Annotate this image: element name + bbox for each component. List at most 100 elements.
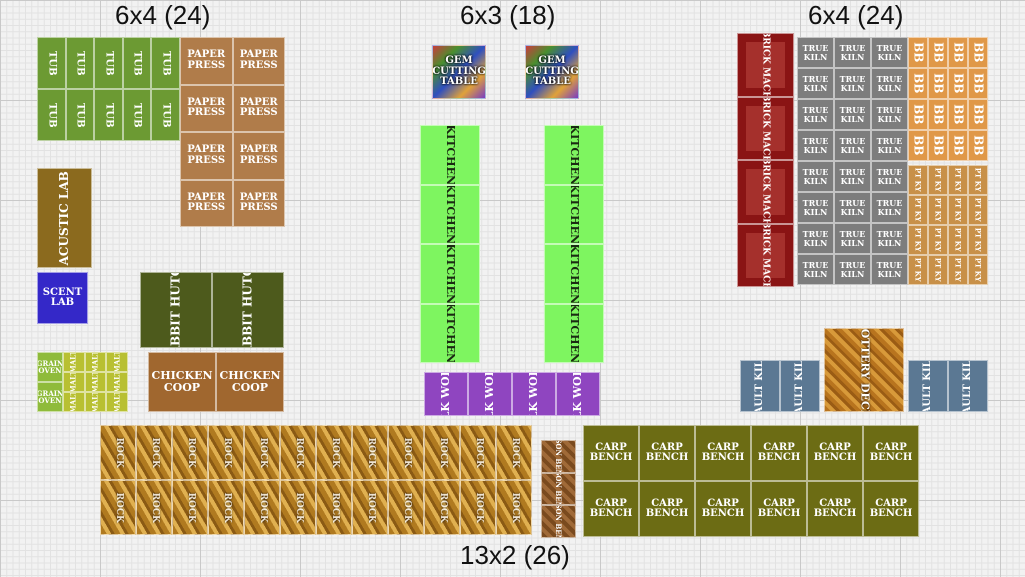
- tub-station: TUB: [122, 89, 151, 141]
- kitchen-station-label: KITCHEN: [567, 244, 581, 304]
- tub-station: TUB: [65, 89, 94, 141]
- silk-worm-station: SILK WORM: [424, 372, 468, 416]
- true-kiln-station-label: TRUE KILN: [802, 260, 829, 279]
- carp-bench-station-label: CARP BENCH: [813, 441, 857, 463]
- pt-ky-station-label: PT KY: [913, 258, 923, 282]
- rock-station: ROCK: [352, 425, 388, 480]
- vault-kiln-station-label: VAULT KILN: [793, 360, 805, 412]
- carp-bench-station-label: CARP BENCH: [757, 441, 801, 463]
- malt-station-label: MALT: [69, 372, 79, 392]
- gem-cutting-table-station: GEM CUTTING TABLE: [525, 45, 579, 99]
- pt-ky-station-label: PT KY: [973, 168, 983, 192]
- rock-station: ROCK: [424, 425, 460, 480]
- true-kiln-station-label: TRUE KILN: [839, 198, 866, 217]
- mason-bench-station: MASON BENCH: [541, 505, 576, 538]
- brick-mach-station-label: BRICK MACH: [761, 223, 772, 287]
- true-kiln-station-label: TRUE KILN: [839, 167, 866, 186]
- carp-bench-station-label: CARP BENCH: [589, 497, 633, 519]
- paper-press-station: PAPER PRESS: [180, 179, 233, 227]
- brick-mach-station-label: BRICK MACH: [761, 33, 772, 97]
- silk-worm-station-label: SILK WORM: [439, 372, 453, 416]
- paper-press-station: PAPER PRESS: [180, 37, 233, 85]
- true-kiln-station-label: TRUE KILN: [876, 229, 903, 248]
- true-kiln-station: TRUE KILN: [871, 254, 908, 285]
- rock-station: ROCK: [496, 480, 532, 535]
- grain-oven-station: GRAIN OVEN: [37, 352, 63, 382]
- rock-station-label: ROCK: [221, 437, 232, 468]
- bb-station: BB: [908, 68, 928, 99]
- rock-station-label: ROCK: [365, 492, 376, 523]
- kitchen-station: KITCHEN: [420, 184, 480, 244]
- rock-station-label: ROCK: [221, 492, 232, 523]
- rock-station-label: ROCK: [509, 492, 520, 523]
- bb-station: BB: [928, 99, 948, 130]
- kitchen-station: KITCHEN: [544, 184, 604, 244]
- bb-station-label: BB: [951, 73, 966, 94]
- pt-ky-station: PT KY: [928, 195, 948, 225]
- tub-station: TUB: [94, 89, 123, 141]
- pt-ky-station-label: PT KY: [933, 168, 943, 192]
- true-kiln-station: TRUE KILN: [797, 254, 834, 285]
- malt-station-label: MALT: [69, 352, 79, 372]
- silk-worm-station-label: SILK WORM: [527, 372, 541, 416]
- pt-ky-station: PT KY: [968, 225, 988, 255]
- pt-ky-station: PT KY: [968, 255, 988, 285]
- tub-station-label: TUB: [103, 50, 115, 76]
- rock-station-label: ROCK: [437, 492, 448, 523]
- brick-mach-station: BRICK MACH: [737, 96, 794, 160]
- bb-station-label: BB: [911, 135, 926, 156]
- rock-station: ROCK: [244, 480, 280, 535]
- true-kiln-station-label: TRUE KILN: [839, 136, 866, 155]
- pt-ky-station-label: PT KY: [933, 228, 943, 252]
- paper-press-station-label: PAPER PRESS: [239, 144, 278, 166]
- carp-bench-station-label: CARP BENCH: [701, 441, 745, 463]
- pt-ky-station-label: PT KY: [913, 168, 923, 192]
- carp-bench-station: CARP BENCH: [751, 481, 807, 537]
- true-kiln-station-label: TRUE KILN: [839, 74, 866, 93]
- pt-ky-station-label: PT KY: [973, 198, 983, 222]
- malt-station: MALT: [63, 392, 85, 412]
- top-middle-count-label: 6x3 (18): [460, 0, 556, 30]
- bb-station: BB: [908, 99, 928, 130]
- paper-press-station: PAPER PRESS: [232, 37, 285, 85]
- carp-bench-station: CARP BENCH: [639, 425, 695, 481]
- silk-worm-station: SILK WORM: [512, 372, 556, 416]
- brick-mach-station-label: BRICK MACH: [761, 160, 772, 224]
- true-kiln-station: TRUE KILN: [871, 130, 908, 161]
- paper-press-station-label: PAPER PRESS: [187, 96, 226, 119]
- carp-bench-station: CARP BENCH: [695, 425, 751, 481]
- rock-station: ROCK: [244, 425, 280, 480]
- carp-bench-station-label: CARP BENCH: [757, 497, 801, 519]
- carp-bench-station: CARP BENCH: [583, 425, 639, 481]
- bb-station: BB: [948, 130, 968, 161]
- malt-station: MALT: [106, 352, 129, 372]
- rock-station: ROCK: [208, 480, 244, 535]
- bb-station-label: BB: [931, 42, 946, 63]
- carp-bench-station: CARP BENCH: [863, 425, 919, 481]
- malt-station: MALT: [63, 352, 85, 372]
- rabbit-hutch-station: RABBIT HUTCH: [212, 272, 284, 348]
- rock-station: ROCK: [424, 480, 460, 535]
- scent-lab-station-label: SCENT LAB: [42, 286, 83, 308]
- pt-ky-station: PT KY: [908, 225, 928, 255]
- grain-oven-station-label: GRAIN OVEN: [37, 388, 63, 405]
- rock-station-label: ROCK: [113, 492, 124, 523]
- vault-kiln-station: VAULT KILN: [740, 360, 780, 412]
- true-kiln-station-label: TRUE KILN: [839, 260, 866, 279]
- vault-kiln-station-label: VAULT KILN: [921, 360, 933, 412]
- rock-station-label: ROCK: [401, 492, 412, 523]
- pt-ky-station: PT KY: [908, 195, 928, 225]
- carp-bench-station-label: CARP BENCH: [645, 497, 689, 519]
- malt-station-label: MALT: [112, 392, 122, 412]
- true-kiln-station: TRUE KILN: [797, 223, 834, 254]
- true-kiln-station: TRUE KILN: [797, 37, 834, 68]
- carp-bench-station-label: CARP BENCH: [589, 441, 633, 463]
- true-kiln-station-label: TRUE KILN: [876, 198, 903, 217]
- true-kiln-station: TRUE KILN: [834, 223, 871, 254]
- rock-station: ROCK: [496, 425, 532, 480]
- tub-station-label: TUB: [132, 50, 143, 76]
- paper-press-station: PAPER PRESS: [232, 132, 285, 180]
- kitchen-station-label: KITCHEN: [443, 303, 457, 363]
- true-kiln-station: TRUE KILN: [797, 192, 834, 223]
- rock-station: ROCK: [280, 425, 316, 480]
